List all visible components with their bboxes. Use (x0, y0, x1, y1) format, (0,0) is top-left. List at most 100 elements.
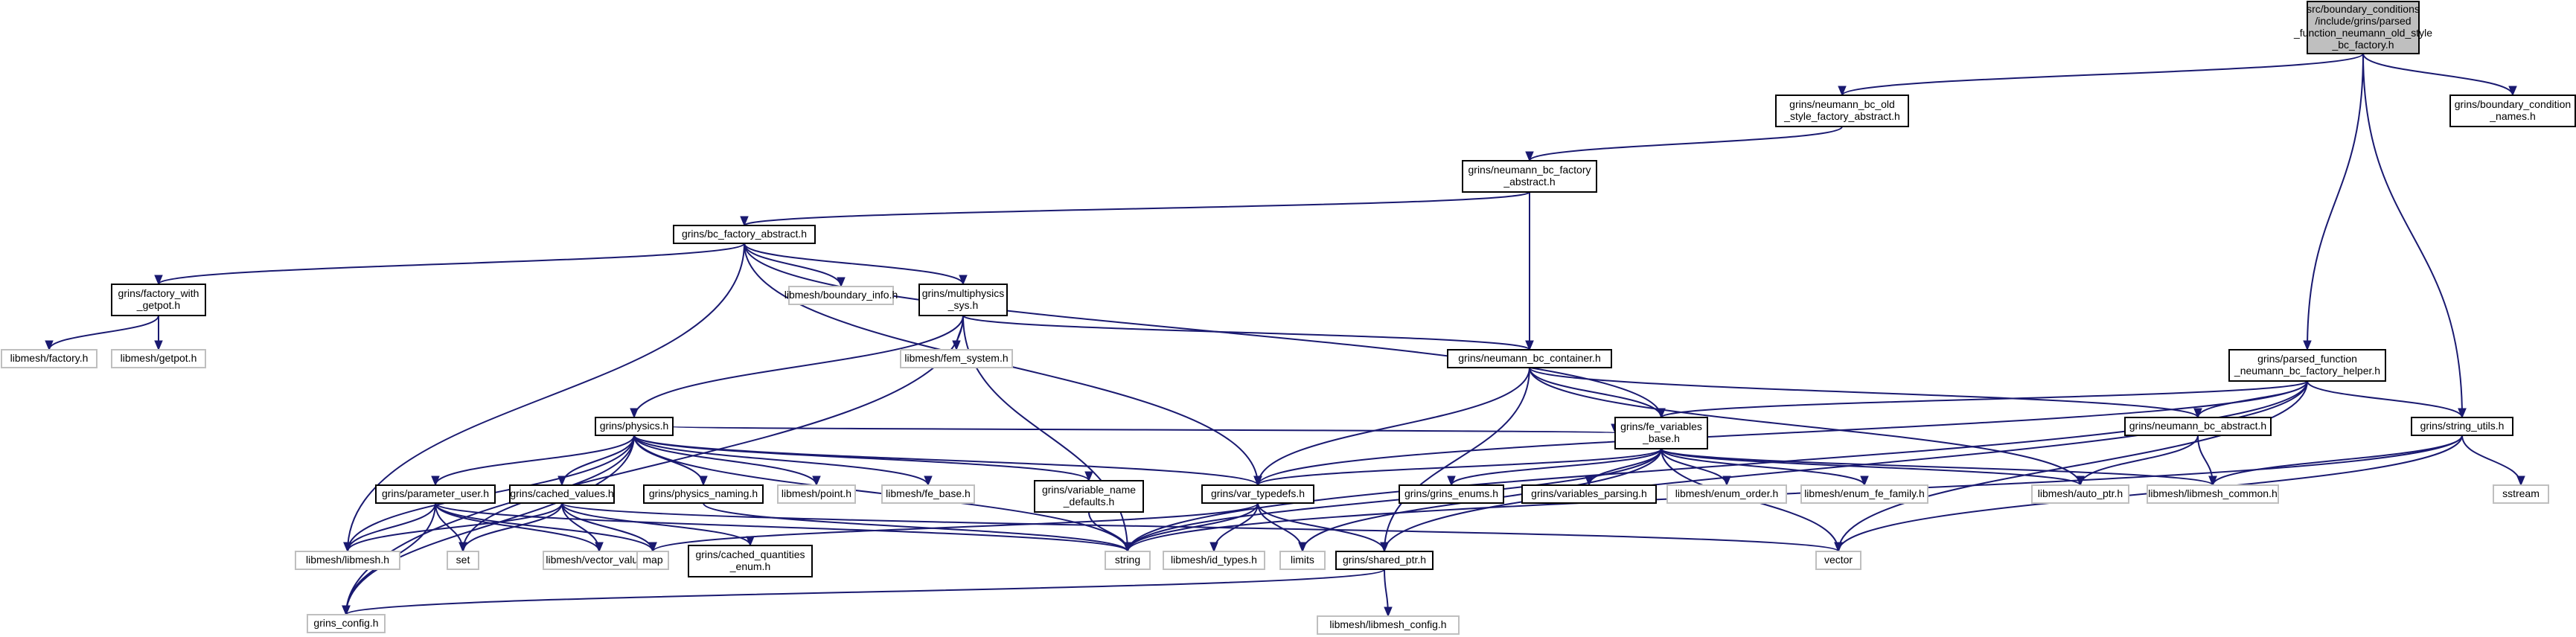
node-bc-cond-names[interactable]: grins/boundary_condition_names.h (2449, 95, 2576, 127)
node-label-line: grins/grins_enums.h (1404, 487, 1498, 499)
node-libmesh-common[interactable]: libmesh/libmesh_common.h (2147, 484, 2279, 504)
node-box (1201, 484, 1314, 504)
node-box (673, 225, 816, 244)
node-set[interactable]: set (447, 551, 479, 570)
node-string-utils[interactable]: grins/string_utils.h (2411, 417, 2513, 436)
node-box (1, 349, 98, 368)
node-box (2493, 484, 2549, 504)
node-label-line: grins/physics.h (600, 420, 669, 432)
edge-bc-factory-abs-to-libmesh-h (343, 243, 745, 553)
node-boundary-info[interactable]: libmesh/boundary_info.h (784, 286, 898, 305)
node-var-typedefs[interactable]: grins/var_typedefs.h (1201, 484, 1314, 504)
edge-factory-with-getpot-to-getpot (154, 316, 163, 351)
edge-neumann-bc-factory-abs-to-neumann-bc-container (1525, 192, 1534, 351)
edge-cached-values-to-set (458, 502, 563, 553)
node-box (881, 484, 975, 504)
edge-cached-values-to-vector (561, 502, 1843, 553)
node-libmesh-config[interactable]: libmesh/libmesh_config.h (1317, 615, 1460, 635)
node-label-line: grins/variables_parsing.h (1531, 487, 1647, 499)
node-physics-naming[interactable]: grins/physics_naming.h (643, 484, 764, 504)
edge-physics-to-point (633, 435, 821, 487)
node-libmesh-h[interactable]: libmesh/libmesh.h (295, 551, 400, 570)
node-box (2147, 484, 2279, 504)
node-shared-ptr[interactable]: grins/shared_ptr.h (1335, 551, 1434, 570)
node-label-line: libmesh/fem_system.h (904, 352, 1008, 364)
node-sstream[interactable]: sstream (2493, 484, 2549, 504)
edge-fe-variables-base-to-libmesh-common (1661, 448, 2217, 487)
edge-physics-to-parameter-user (431, 435, 635, 487)
node-label-line: libmesh/libmesh.h (306, 554, 389, 566)
edge-physics-to-cached-values (557, 435, 635, 487)
node-label-line: string (1115, 554, 1140, 566)
node-getpot[interactable]: libmesh/getpot.h (111, 349, 206, 368)
node-fe-variables-base[interactable]: grins/fe_variables_base.h (1614, 417, 1708, 449)
node-neumann-bc-container[interactable]: grins/neumann_bc_container.h (1447, 349, 1612, 368)
node-pf-helper[interactable]: grins/parsed_function_neumann_bc_factory… (2228, 349, 2386, 382)
node-box (1317, 615, 1460, 635)
node-box (1447, 349, 1612, 368)
node-label-line: libmesh/libmesh_config.h (1329, 618, 1446, 630)
node-auto-ptr[interactable]: libmesh/auto_ptr.h (2031, 484, 2129, 504)
node-box (1105, 551, 1151, 570)
node-box (111, 284, 206, 316)
node-enum-order[interactable]: libmesh/enum_order.h (1666, 484, 1787, 504)
edge-bc-factory-abs-to-boundary-info (744, 243, 846, 288)
node-fem-system[interactable]: libmesh/fem_system.h (900, 349, 1013, 368)
node-box (2449, 95, 2576, 127)
node-neumann-bc-factory-abs[interactable]: grins/neumann_bc_factory_abstract.h (1462, 160, 1597, 193)
edge-fe-variables-base-to-grins-enums (1447, 448, 1662, 487)
edge-root-to-pf-helper (2303, 53, 2364, 351)
node-box (1279, 551, 1326, 570)
edge-var-typedefs-to-limits (1257, 502, 1307, 553)
edge-bc-factory-abs-to-fe-variables-base (744, 243, 1666, 419)
node-grins-enums[interactable]: grins/grins_enums.h (1399, 484, 1504, 504)
node-root[interactable]: src/boundary_conditions/include/grins/pa… (2293, 1, 2432, 54)
node-box (111, 349, 206, 368)
node-grins-config[interactable]: grins_config.h (307, 614, 386, 633)
node-vector[interactable]: vector (1815, 551, 1861, 570)
node-limits[interactable]: limits (1279, 551, 1326, 570)
node-old-style-abs[interactable]: grins/neumann_bc_old_style_factory_abstr… (1775, 95, 1909, 127)
node-box (375, 484, 496, 504)
node-cached-quantities-enum[interactable]: grins/cached_quantities_enum.h (688, 545, 813, 577)
node-id-types[interactable]: libmesh/id_types.h (1163, 551, 1265, 570)
node-string[interactable]: string (1105, 551, 1151, 570)
node-box (1462, 160, 1597, 193)
edge-fe-variables-base-to-enum-fe-family (1661, 448, 1869, 487)
node-label-line: /include/grins/parsed (2315, 15, 2411, 27)
node-label-line: grins/boundary_condition (2455, 98, 2571, 110)
node-map[interactable]: map (636, 551, 669, 570)
node-label-line: set (456, 554, 470, 566)
edge-factory-with-getpot-to-factory (45, 315, 159, 351)
node-label-line: libmesh/fe_base.h (886, 487, 971, 499)
node-label-line: libmesh/auto_ptr.h (2038, 487, 2123, 499)
node-fe-base[interactable]: libmesh/fe_base.h (881, 484, 975, 504)
node-label-line: _names.h (2489, 110, 2535, 122)
node-label-line: _style_factory_abstract.h (1783, 110, 1900, 122)
edge-pf-helper-to-fe-variables-base (1657, 380, 2308, 419)
node-variable-name-defaults[interactable]: grins/variable_name_defaults.h (1034, 480, 1144, 513)
node-box (636, 551, 669, 570)
node-label-line: libmesh/id_types.h (1171, 554, 1257, 566)
node-box (1666, 484, 1787, 504)
node-multiphysics-sys[interactable]: grins/multiphysics_sys.h (918, 284, 1008, 316)
edge-root-to-old-style-abs (1838, 53, 2364, 97)
edge-neumann-bc-container-to-shared-ptr (1380, 367, 1530, 553)
node-bc-factory-abs[interactable]: grins/bc_factory_abstract.h (673, 225, 816, 244)
edge-var-typedefs-to-id-types (1209, 502, 1259, 553)
node-neumann-bc-abstract[interactable]: grins/neumann_bc_abstract.h (2124, 417, 2272, 436)
edge-cached-values-to-libmesh-h (343, 502, 563, 553)
node-parameter-user[interactable]: grins/parameter_user.h (375, 484, 496, 504)
node-point[interactable]: libmesh/point.h (777, 484, 856, 504)
node-variables-parsing[interactable]: grins/variables_parsing.h (1521, 484, 1657, 504)
node-factory[interactable]: libmesh/factory.h (1, 349, 98, 368)
edge-shared-ptr-to-grins-config (342, 569, 1385, 616)
node-factory-with-getpot[interactable]: grins/factory_with_getpot.h (111, 284, 206, 316)
node-enum-fe-family[interactable]: libmesh/enum_fe_family.h (1800, 484, 1928, 504)
node-label-line: grins/factory_with (118, 287, 199, 299)
node-label-line: libmesh/libmesh_common.h (2148, 487, 2278, 499)
node-cached-values[interactable]: grins/cached_values.h (509, 484, 615, 504)
node-label-line: grins/physics_naming.h (649, 487, 758, 499)
node-physics[interactable]: grins/physics.h (595, 417, 674, 436)
edge-fe-variables-base-to-var-typedefs (1253, 448, 1662, 487)
